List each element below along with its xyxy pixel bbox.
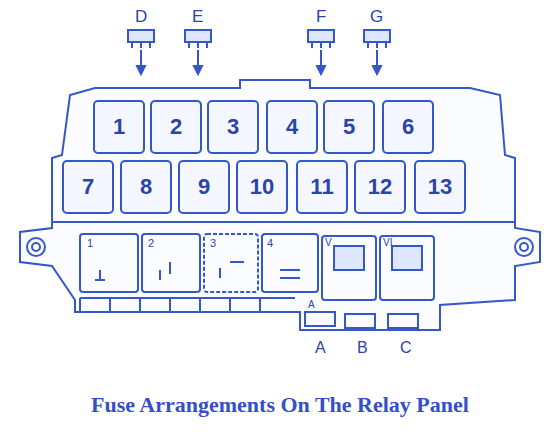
fuse-slot: 6: [382, 100, 434, 154]
fuse-number: 10: [250, 174, 274, 200]
terminal-letter: A: [315, 340, 326, 356]
terminal-letter: C: [400, 340, 412, 356]
fuse-number: 9: [198, 174, 210, 200]
fuse-number: 8: [140, 174, 152, 200]
fuse-slot: 13: [414, 160, 466, 214]
fuse-slot: 4: [266, 100, 318, 154]
fuse-number: 13: [428, 174, 452, 200]
relay-slot-number: V: [325, 238, 332, 248]
fuse-slot: 7: [62, 160, 114, 214]
fuse-number: 1: [113, 114, 125, 140]
connector-letter: D: [135, 8, 147, 25]
fuse-slot: 5: [323, 100, 375, 154]
fuse-number: 3: [227, 114, 239, 140]
fuse-number: 7: [82, 174, 94, 200]
connector-letter: F: [316, 8, 326, 25]
connector-letter: G: [370, 8, 383, 25]
fuse-slot: 9: [178, 160, 230, 214]
fuse-slot: 1: [93, 100, 145, 154]
terminal-letter: B: [357, 340, 368, 356]
fuse-number: 11: [310, 174, 333, 200]
fuse-slot: 8: [120, 160, 172, 214]
fuse-slot: 11: [296, 160, 348, 214]
relay-slot-number: 2: [148, 238, 154, 249]
fuse-number: 6: [402, 114, 414, 140]
relay-slot-number: 4: [267, 238, 273, 249]
fuse-slot: 10: [236, 160, 288, 214]
fuse-number: 5: [343, 114, 355, 140]
fuse-slot: 3: [207, 100, 259, 154]
fuse-number: 2: [170, 114, 182, 140]
fuse-slot: 2: [150, 100, 202, 154]
relay-slot-number: 3: [210, 238, 216, 249]
fuse-number: 12: [368, 174, 392, 200]
fuse-number: 4: [286, 114, 298, 140]
terminal-mark: A: [308, 300, 315, 310]
connector-letter: E: [192, 8, 203, 25]
fuse-slot: 12: [354, 160, 406, 214]
caption: Fuse Arrangements On The Relay Panel: [0, 392, 560, 418]
relay-slot-number: VI: [383, 238, 392, 248]
relay-slot-number: 1: [87, 238, 93, 249]
